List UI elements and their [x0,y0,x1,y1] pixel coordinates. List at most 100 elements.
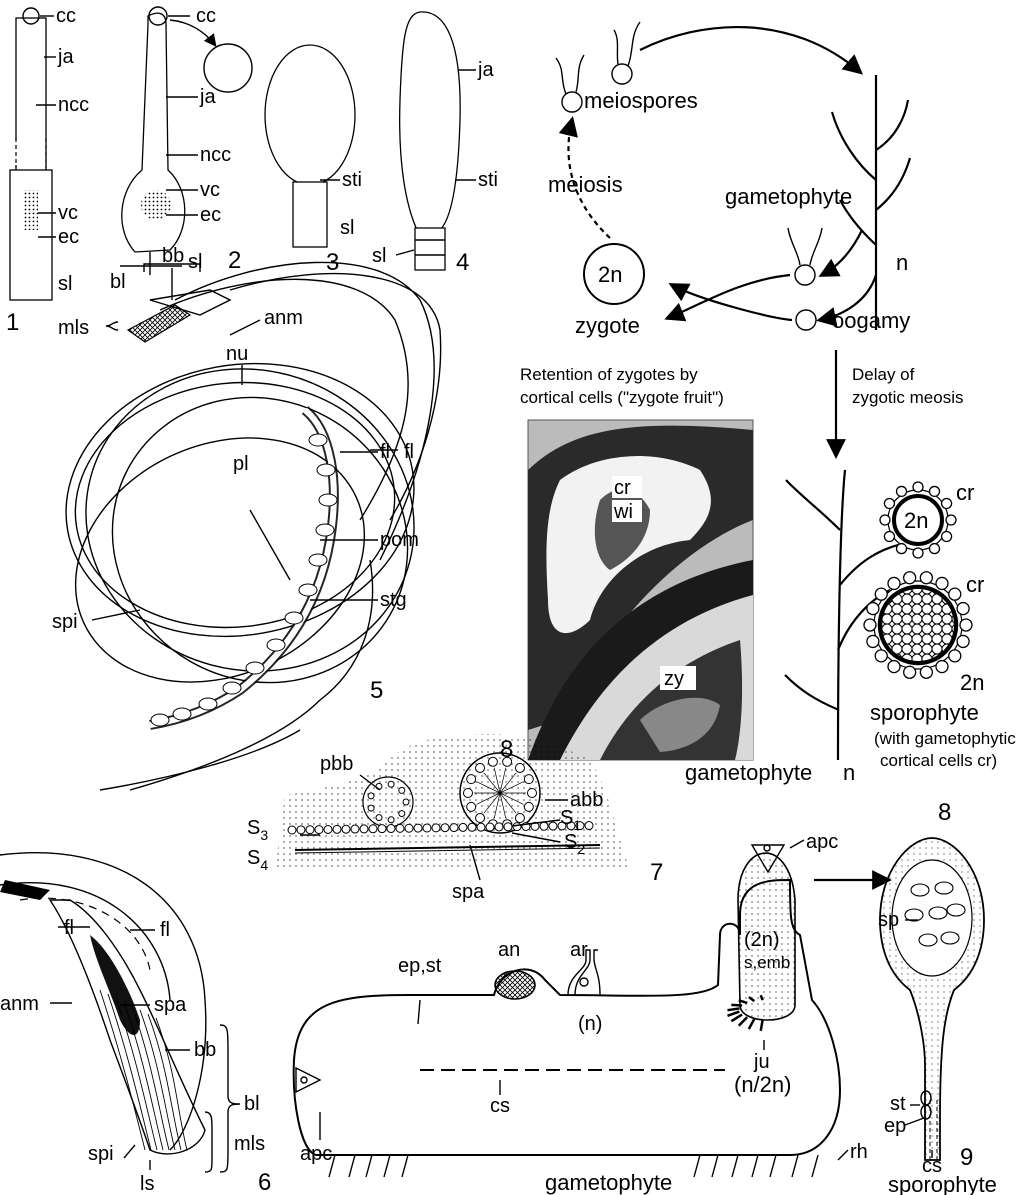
delay-line2: zygotic meosis [852,388,963,407]
n-bottom-label: n [843,760,855,785]
sporophyte-note2: cortical cells cr) [880,751,997,770]
spline-microtubule [387,825,395,833]
meiospore-1 [562,92,582,112]
spline-microtubule [396,824,404,832]
p1-number: 1 [6,309,19,336]
cortical-cell [930,486,940,496]
p9-rh-label: rh [850,1141,868,1163]
meiospore-2 [612,64,632,84]
plastid-bead [309,554,327,566]
cortical-cell [880,515,890,525]
sporophyte-cell [932,644,942,654]
rhizoid [812,1155,818,1177]
spline-microtubule [306,826,314,834]
p1-cc-label: cc [56,5,76,27]
p2-vc-label: vc [200,179,220,201]
p7-s4-label: S4 [247,847,268,873]
spline-microtubule [342,825,350,833]
spline-microtubule [486,823,494,831]
zygote-label: zygote [575,313,640,338]
sporophyte-cell [882,624,892,634]
cortical-cell [884,532,894,542]
p9-ar-label: ar [570,939,588,961]
panel-3-archegonium: sti sl 3 [265,45,362,276]
p2-ncc-label: ncc [200,144,231,166]
p9-ju-label: ju [753,1051,770,1073]
plastid-bead [246,662,264,674]
cortical-cell [875,588,887,600]
panel-1-archegonium: cc ja ncc vc ec sl 1 [6,5,89,336]
sporophyte-cell [902,624,912,634]
panel-4-archegonium: ja sti sl 4 [372,12,498,276]
sporophyte-cell [892,614,902,624]
cortical-cell [920,572,932,584]
spline-microtubule [441,824,449,832]
haustorial-foot-tick [761,995,763,1000]
micrograph-panel: cr wi zy 8 [500,420,753,763]
plastid-bead [223,682,241,694]
gametophyte-bottom-label: gametophyte [685,760,812,785]
p7-s3-label: S3 [247,817,268,843]
basal-body-triplet [488,757,497,766]
p9-cs-label: cs [490,1095,510,1117]
cortical-cell [884,499,894,509]
cortical-cell [867,603,879,615]
p2-number: 2 [228,247,241,274]
meiospores-label: meiospores [584,88,698,113]
plastid-bead [285,612,303,624]
basal-body-triplet [368,793,374,799]
haustorial-foot-tick [731,1005,742,1006]
cortical-cell [936,661,948,673]
sporophyte-cell [942,614,952,624]
p7-number: 7 [650,859,663,886]
spore [935,882,953,894]
large-2n: 2n [960,670,984,695]
cortical-cell [897,486,907,496]
cortical-cell [888,577,900,589]
haustorial-foot-tick [749,1019,754,1029]
retention-line2: cortical cells ("zygote fruit") [520,388,724,407]
egg-cell [796,310,816,330]
rhizoid [712,1155,718,1177]
p9-ep-label: ep [884,1115,906,1137]
plastid-bead [316,524,334,536]
spore [911,884,929,896]
p9-2n-paren-label: (2n) [744,929,780,951]
p3-sl-label: sl [340,217,354,239]
sporophyte-cell [912,634,922,644]
meiosis-label: meiosis [548,172,623,197]
p4-number: 4 [456,249,469,276]
photo-wi-label: wi [613,501,633,523]
rhizoid [792,1155,798,1177]
gamete-flagellate [795,265,815,285]
p6-spi-label: spi [88,1143,114,1165]
rhizoid [694,1155,700,1177]
sporophyte-cell [912,594,922,604]
cortical-cell [946,515,956,525]
p5-anm-label: anm [264,307,303,329]
sporophyte-cell [912,644,922,654]
plastid-bead [309,434,327,446]
plastid-bead [319,494,337,506]
cortical-cell [949,650,961,662]
basal-body-triplet [388,817,394,823]
sporophyte-cell [902,634,912,644]
spore [905,909,923,921]
rhizoid [366,1155,372,1177]
sporophyte-cell [902,614,912,624]
panel-6-sperm-detail: fl fl anm spa bb bl mls spi ls 6 [0,853,271,1195]
p5-bl-label: bl [110,271,126,293]
spline-microtubule [513,823,521,831]
basal-body-triplet [368,805,374,811]
p6-number: 6 [258,1169,271,1195]
cortical-cell [960,619,972,631]
p5-fl-b-label: fl [404,441,414,463]
sporophyte-cell [912,624,922,634]
p5-pl-label: pl [233,453,249,475]
cortical-cell [949,588,961,600]
haustorial-foot-tick [739,1017,747,1026]
spline-microtubule [459,823,467,831]
basal-body-triplet [515,814,524,823]
sporophyte-note1: (with gametophytic [874,729,1016,748]
